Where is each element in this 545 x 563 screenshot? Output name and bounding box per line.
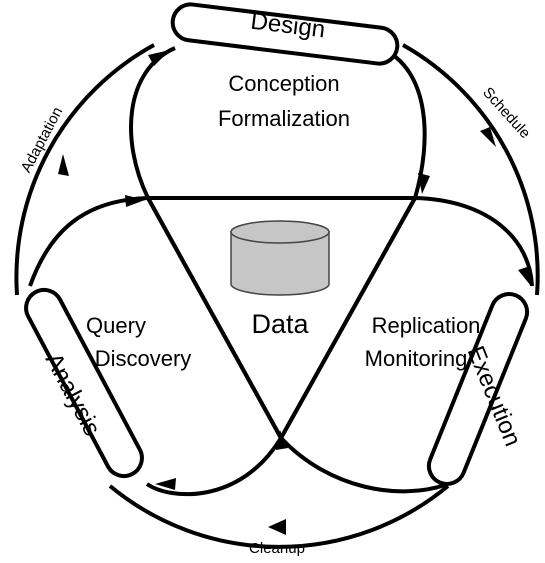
design-activity-2: Formalization	[218, 106, 350, 131]
execution-phase-box	[426, 292, 530, 486]
arc-design-to-execution	[402, 43, 540, 296]
adaptation-arrow-icon	[58, 154, 69, 176]
lobe-arrow-icon	[155, 478, 176, 490]
arc-analysis-to-design	[14, 43, 155, 296]
execution-activity-1: Replication	[372, 313, 481, 338]
schedule-arrow-icon	[480, 127, 496, 147]
execution-activity-2: Monitoring	[365, 346, 468, 371]
analysis-activity-1: Query	[86, 313, 146, 338]
lobe-arrow-icon	[276, 430, 288, 450]
lobe-arrow-icon	[148, 50, 170, 66]
lobe-analysis	[28, 196, 417, 497]
lobe-arrow-icon	[125, 195, 145, 207]
database-icon	[230, 220, 330, 296]
analysis-activity-2: Discovery	[95, 346, 192, 371]
arc-execution-to-analysis	[108, 484, 450, 549]
cleanup-arrow-icon	[268, 519, 286, 535]
data-label: Data	[251, 309, 309, 339]
lobe-arrow-icon	[418, 173, 430, 194]
analysis-phase-box	[24, 287, 144, 479]
lobe-arrow-icon	[518, 266, 531, 286]
design-phase-box	[170, 2, 400, 66]
design-activity-1: Conception	[228, 71, 339, 96]
cleanup-label: Cleanup	[249, 540, 305, 557]
